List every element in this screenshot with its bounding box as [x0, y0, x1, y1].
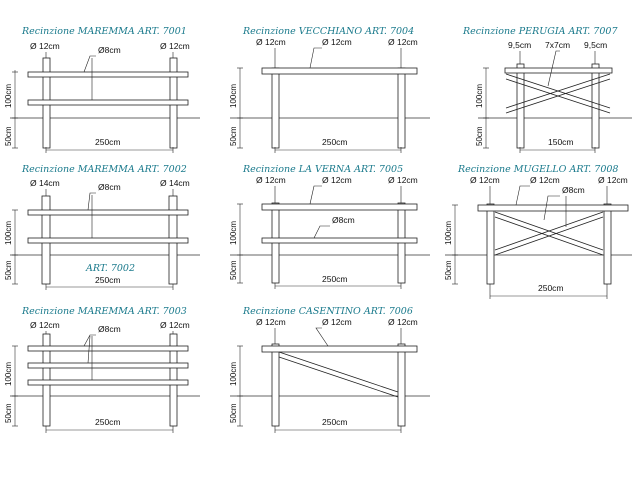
diagonal-brace — [278, 351, 399, 393]
panel-title: Recinzione CASENTINO ART. 7006 — [242, 306, 413, 317]
left-post — [486, 203, 495, 285]
panel-casentino-7006: Recinzione CASENTINO ART. 7006 Ø 12cm Ø … — [229, 306, 430, 433]
width-label: 250cm — [538, 283, 564, 293]
left-post — [271, 343, 280, 427]
width-label: 250cm — [322, 274, 348, 284]
left-post-diameter: Ø 12cm — [30, 41, 60, 51]
depth-label: 50cm — [4, 403, 13, 423]
right-post-diameter: Ø 12cm — [388, 37, 418, 47]
rail-diameter: Ø8cm — [98, 324, 121, 334]
top-rail — [261, 203, 418, 211]
panel-title: Recinzione MAREMMA ART. 7003 — [21, 306, 187, 317]
height-label: 100cm — [229, 221, 238, 245]
panel-title: Recinzione VECCHIANO ART. 7004 — [242, 26, 414, 37]
right-post-diameter: Ø 12cm — [388, 317, 418, 327]
left-post-diameter: Ø 12cm — [256, 175, 286, 185]
left-post-size: 9,5cm — [508, 40, 531, 50]
panel-vecchiano-7004: Recinzione VECCHIANO ART. 7004 Ø 12cm Ø … — [229, 26, 430, 153]
depth-label: 50cm — [229, 403, 238, 423]
top-rail — [27, 345, 189, 352]
bottom-rail — [27, 379, 189, 386]
height-label: 100cm — [229, 84, 238, 108]
left-post-diameter: Ø 12cm — [470, 175, 500, 185]
panel-title: Recinzione MAREMMA ART. 7002 — [21, 164, 187, 175]
bottom-rail — [27, 99, 189, 106]
panel-title: Recinzione MUGELLO ART. 7008 — [457, 164, 618, 175]
cross-brace — [494, 211, 604, 251]
top-rail — [261, 67, 418, 75]
panel-perugia-7007: Recinzione PERUGIA ART. 7007 9,5cm 7x7cm… — [462, 26, 632, 153]
panel-la-verna-7005: Recinzione LA VERNA ART. 7005 Ø 12cm Ø 1… — [229, 164, 430, 289]
top-rail-diameter: Ø 12cm — [322, 175, 352, 185]
right-post — [603, 203, 612, 285]
depth-label: 50cm — [4, 260, 13, 280]
width-label: 250cm — [95, 275, 121, 285]
top-rail-diameter: Ø 12cm — [530, 175, 560, 185]
height-label: 100cm — [444, 221, 453, 245]
right-post — [397, 343, 406, 427]
leader — [83, 55, 96, 73]
width-label: 150cm — [548, 137, 574, 147]
panel-mugello-7008: Recinzione MUGELLO ART. 7008 Ø 12cm Ø 12… — [444, 164, 632, 299]
bottom-rail — [27, 237, 189, 244]
depth-label: 50cm — [444, 260, 453, 280]
panel-maremma-7001: Recinzione MAREMMA ART. 7001 Ø 12cm Ø8cm… — [4, 26, 200, 153]
rail-diameter: Ø 12cm — [322, 37, 352, 47]
depth-label: 50cm — [229, 260, 238, 280]
right-post-size: 9,5cm — [584, 40, 607, 50]
left-post-diameter: Ø 14cm — [30, 178, 60, 188]
brace-size: 7x7cm — [545, 40, 570, 50]
top-rail — [504, 67, 613, 74]
right-post — [591, 63, 600, 149]
left-post — [516, 63, 525, 149]
width-label: 250cm — [95, 417, 121, 427]
right-post-diameter: Ø 12cm — [598, 175, 628, 185]
top-rail — [27, 209, 189, 216]
right-post-diameter: Ø 12cm — [160, 41, 190, 51]
right-post-diameter: Ø 12cm — [160, 320, 190, 330]
brace-diameter: Ø8cm — [562, 185, 585, 195]
height-label: 100cm — [4, 221, 13, 245]
bottom-rail — [261, 237, 418, 244]
rail-diameter: Ø 12cm — [322, 317, 352, 327]
panel-title: Recinzione LA VERNA ART. 7005 — [242, 164, 403, 175]
width-label: 250cm — [322, 137, 348, 147]
left-post-diameter: Ø 12cm — [30, 320, 60, 330]
depth-label: 50cm — [4, 126, 13, 146]
height-label: 100cm — [4, 362, 13, 386]
depth-label: 50cm — [475, 126, 484, 146]
article-sublabel: ART. 7002 — [85, 263, 135, 274]
height-label: 100cm — [475, 84, 484, 108]
top-rail — [477, 204, 629, 212]
top-rail — [261, 345, 418, 353]
panel-maremma-7003: Recinzione MAREMMA ART. 7003 Ø 12cm Ø8cm… — [4, 306, 200, 433]
height-label: 100cm — [229, 362, 238, 386]
left-post — [271, 67, 280, 149]
right-post-diameter: Ø 14cm — [160, 178, 190, 188]
top-rail — [27, 71, 189, 78]
right-post — [397, 67, 406, 149]
height-label: 100cm — [4, 84, 13, 108]
panel-title: Recinzione PERUGIA ART. 7007 — [462, 26, 618, 37]
rail-diameter: Ø8cm — [98, 45, 121, 55]
width-label: 250cm — [95, 137, 121, 147]
left-post-diameter: Ø 12cm — [256, 37, 286, 47]
middle-rail — [27, 362, 189, 369]
cross-brace — [505, 73, 611, 109]
bottom-rail-diameter: Ø8cm — [332, 215, 355, 225]
panel-title: Recinzione MAREMMA ART. 7001 — [21, 26, 187, 37]
depth-label: 50cm — [229, 126, 238, 146]
rail-diameter: Ø8cm — [98, 182, 121, 192]
right-post-diameter: Ø 12cm — [388, 175, 418, 185]
left-post-diameter: Ø 12cm — [256, 317, 286, 327]
width-label: 250cm — [322, 417, 348, 427]
panel-maremma-7002: Recinzione MAREMMA ART. 7002 Ø 14cm Ø8cm… — [4, 164, 200, 290]
